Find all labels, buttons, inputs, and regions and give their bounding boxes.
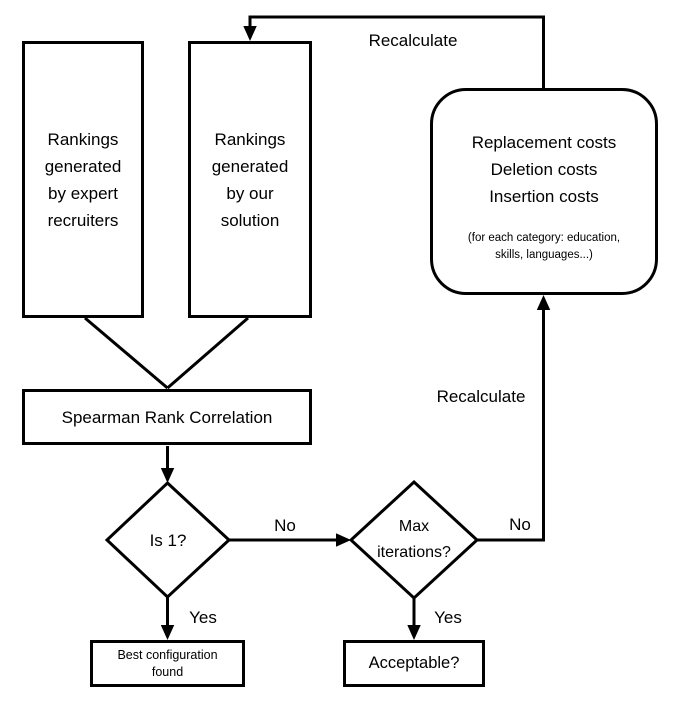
node-costs-note: (for each category: education, skills, l… (467, 232, 621, 261)
edge-label-no-right: No (509, 515, 531, 534)
node-costs-label: Replacement costs Deletion costs Inserti… (471, 133, 617, 206)
decision-max-iterations-label: Max iterations? (377, 518, 451, 561)
node-expert-rankings: Rankings generated by expert recruiters (22, 41, 144, 318)
decision-is-1-label: Is 1? (149, 530, 187, 550)
edge-label-yes-right: Yes (434, 608, 462, 627)
edge-label-recalculate-top: Recalculate (368, 31, 458, 50)
connector-expert-to-spearman (84, 316, 169, 390)
connector-solution-to-spearman (166, 316, 249, 390)
decision-is-1 (104, 480, 232, 600)
connector-recalculate-loop-arrow (243, 15, 545, 90)
decision-is-1-label-box: Is 1? (107, 483, 229, 597)
connector-maxiter-to-costs-arrow (477, 295, 551, 542)
decision-max-iterations (348, 479, 480, 601)
node-spearman-label: Spearman Rank Correlation (61, 407, 273, 427)
node-acceptable-label: Acceptable? (368, 654, 460, 672)
node-spearman: Spearman Rank Correlation (22, 389, 312, 445)
edge-label-yes-left: Yes (189, 608, 217, 627)
node-solution-rankings: Rankings generated by our solution (188, 41, 312, 318)
decision-max-iterations-label-box: Max iterations? (351, 482, 477, 598)
node-expert-rankings-label: Rankings generated by expert recruiters (44, 129, 122, 230)
edge-label-no-left: No (274, 516, 296, 535)
edge-label-recalculate-right: Recalculate (436, 387, 526, 406)
node-costs: Replacement costs Deletion costs Inserti… (430, 88, 658, 295)
node-best-configuration: Best configuration found (90, 640, 245, 687)
node-solution-rankings-label: Rankings generated by our solution (211, 129, 289, 230)
node-acceptable: Acceptable? (343, 640, 485, 687)
node-best-configuration-label: Best configuration found (117, 647, 218, 679)
